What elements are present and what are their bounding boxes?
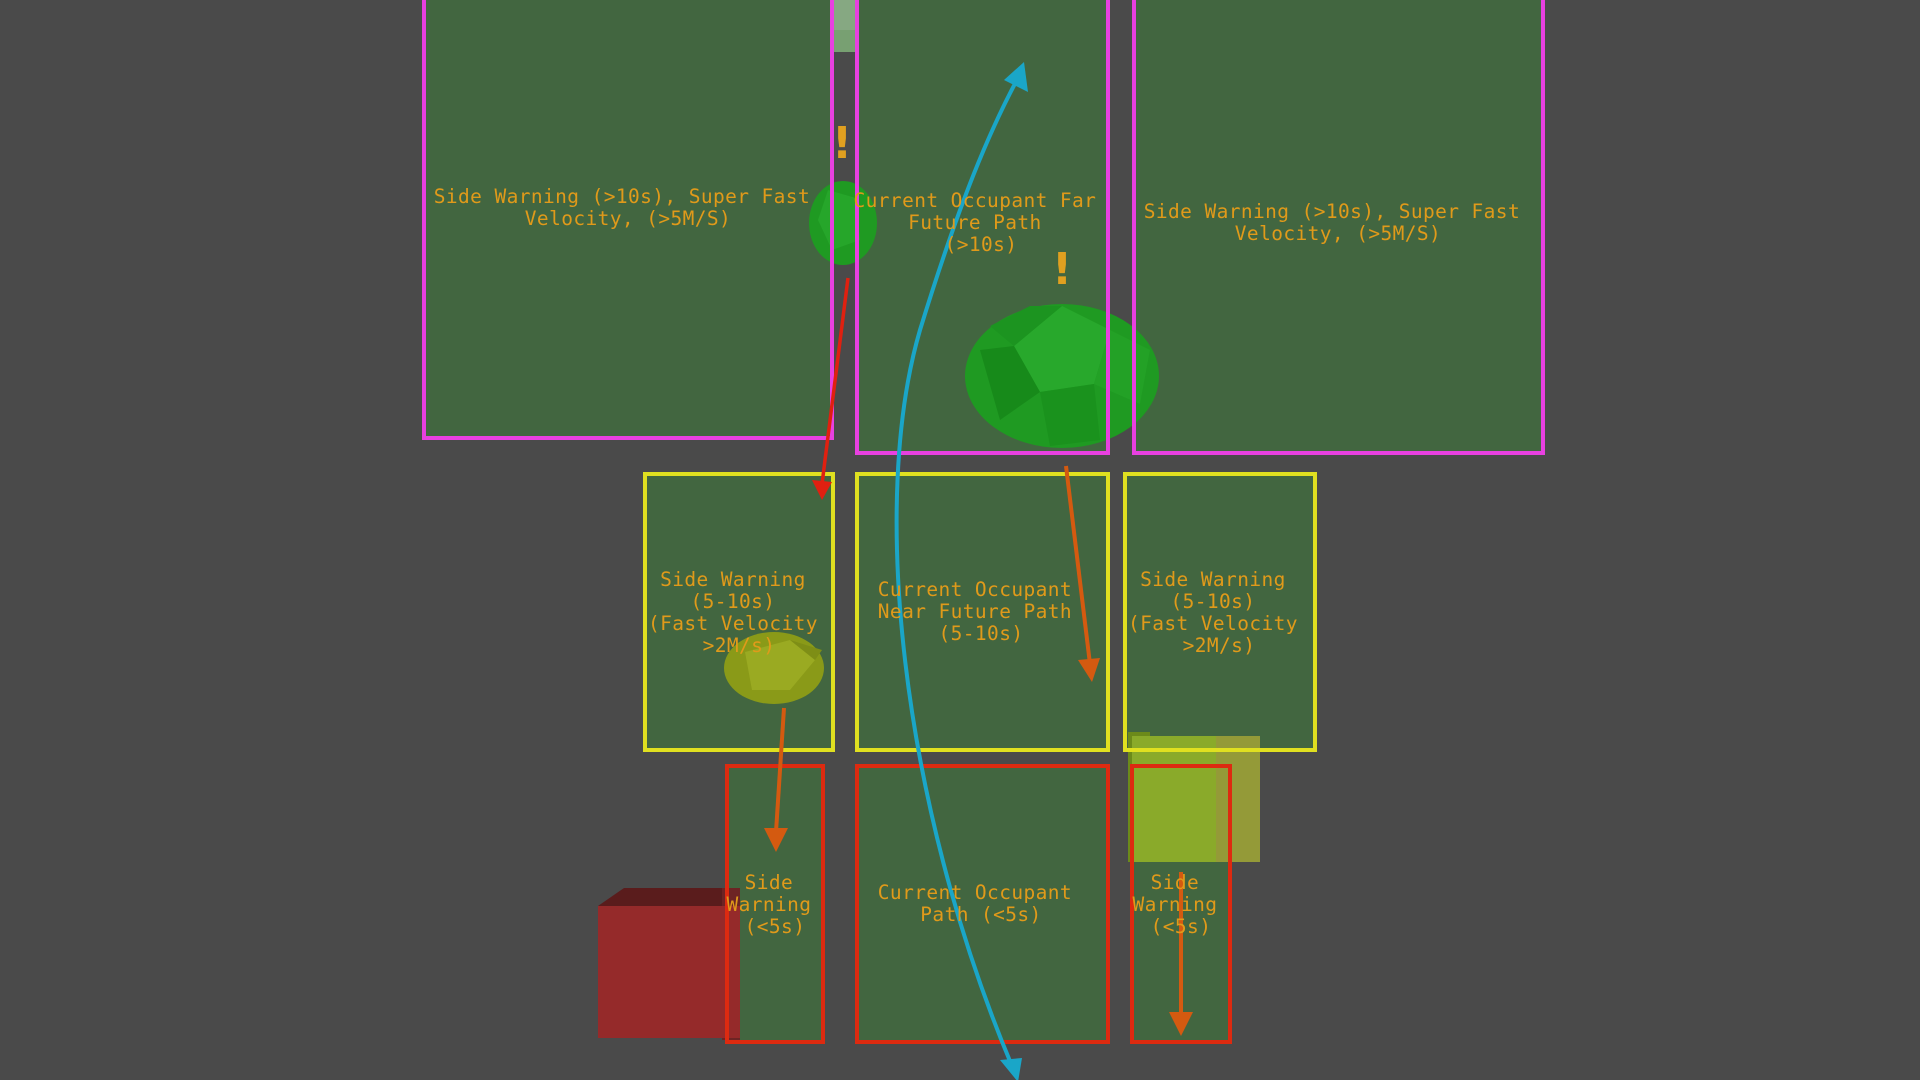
occupant-path-arrowhead-top — [1004, 62, 1028, 92]
near-center-zone — [855, 472, 1110, 752]
occupant-path-arrowhead-bottom — [1000, 1058, 1022, 1080]
immediate-right-zone-label: Side Warning (<5s) — [1132, 871, 1229, 938]
immediate-center-zone-label: Current Occupant Path (<5s) — [878, 881, 1084, 926]
far-right-zone — [1132, 0, 1545, 455]
immediate-center-zone — [855, 764, 1110, 1044]
olive-sphere-obstacle — [724, 632, 824, 704]
small-green-sphere-obstacle — [809, 181, 877, 265]
orange-trajectory-arrow-center — [1064, 465, 1092, 665]
red-cube-obstacle — [598, 888, 740, 1040]
red-trajectory-arrow — [820, 277, 850, 485]
yellow-cube-obstacle — [1128, 732, 1260, 862]
occupant-path-curve — [894, 77, 1020, 1067]
immediate-right-zone — [1130, 764, 1232, 1044]
large-green-sphere-obstacle — [965, 304, 1159, 448]
near-right-zone-label: Side Warning (5-10s) (Fast Velocity >2M/… — [1128, 568, 1310, 657]
orange-trajectory-arrow-left — [774, 707, 786, 833]
far-center-zone-label: Current Occupant Far Future Path (>10s) — [854, 189, 1109, 256]
immediate-left-zone — [725, 764, 825, 1044]
zone-borders — [422, 0, 1545, 1044]
zone-fills — [424, 0, 1543, 1042]
far-center-zone — [855, 0, 1110, 455]
near-left-zone-label: Side Warning (5-10s) (Fast Velocity >2M/… — [648, 568, 830, 657]
near-left-zone — [643, 472, 835, 752]
far-right-zone-label: Side Warning (>10s), Super Fast Velocity… — [1144, 200, 1532, 245]
immediate-left-zone-label: Side Warning (<5s) — [726, 871, 823, 938]
warning-mark-left: ! — [832, 118, 852, 169]
zone-labels: Side Warning (>10s), Super Fast Velocity… — [434, 185, 1532, 938]
warning-mark-right: ! — [1052, 244, 1072, 295]
obstacle-trajectories — [764, 277, 1193, 1036]
far-left-zone — [422, 0, 834, 440]
near-right-zone — [1123, 472, 1317, 752]
near-center-zone-label: Current Occupant Near Future Path (5-10s… — [878, 578, 1084, 645]
far-left-zone-label: Side Warning (>10s), Super Fast Velocity… — [434, 185, 822, 230]
